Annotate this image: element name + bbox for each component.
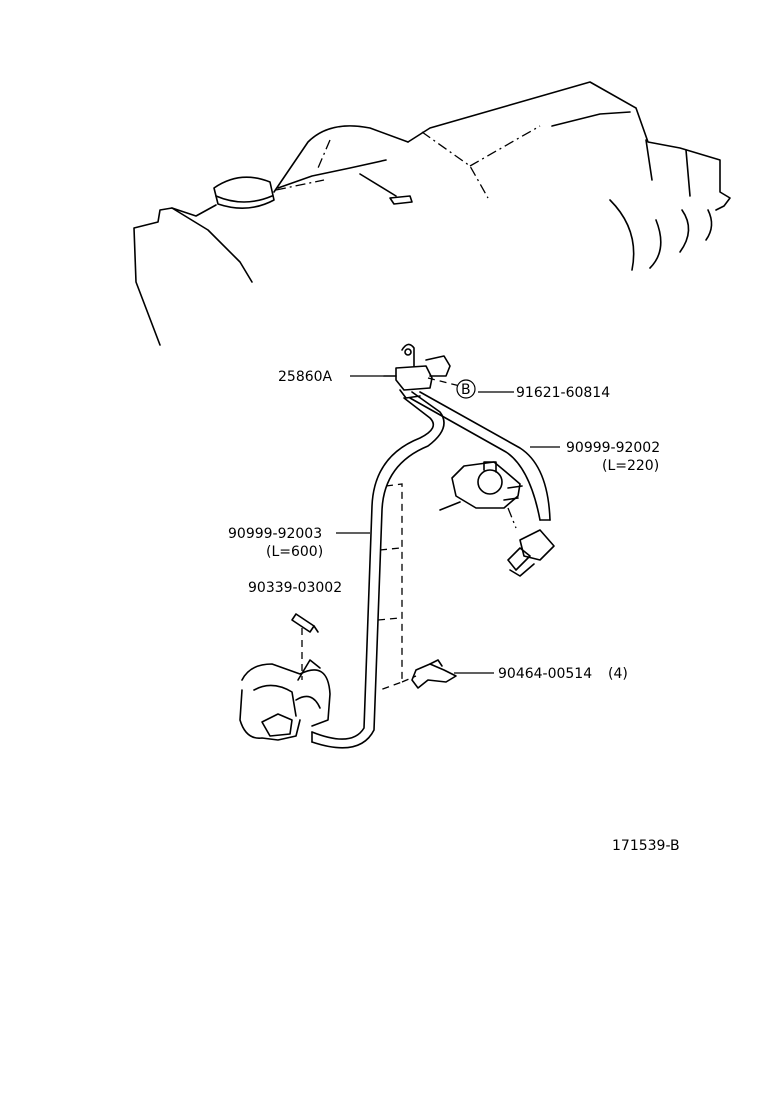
callout-90339-03002: 90339-03002 [248, 580, 342, 596]
callout-25860A: 25860A [278, 369, 333, 385]
callout-l220: (L=220) [602, 458, 659, 474]
solenoid-valve-drawing [383, 343, 451, 399]
clamp-dashed-guides [377, 483, 417, 691]
throttle-body-drawing [439, 461, 555, 577]
clamp-drawing [411, 659, 457, 689]
marker-b-circle [456, 379, 476, 399]
fitting-drawing [291, 613, 319, 680]
hoses [311, 391, 551, 749]
callout-91621-60814: 91621-60814 [516, 385, 610, 401]
drawing-number: 171539-B [612, 838, 680, 854]
callout-90464-00514: 90464-00514 [498, 666, 592, 682]
engine-outline [133, 81, 731, 346]
callout-l600: (L=600) [266, 544, 323, 560]
callout-90999-92003: 90999-92003 [228, 526, 322, 542]
lower-part-drawing [239, 659, 331, 741]
callout-90999-92002: 90999-92002 [566, 440, 660, 456]
marker-b-label: B [461, 382, 471, 398]
callout-clamp-qty: (4) [608, 666, 628, 682]
leader-lines [336, 375, 560, 674]
